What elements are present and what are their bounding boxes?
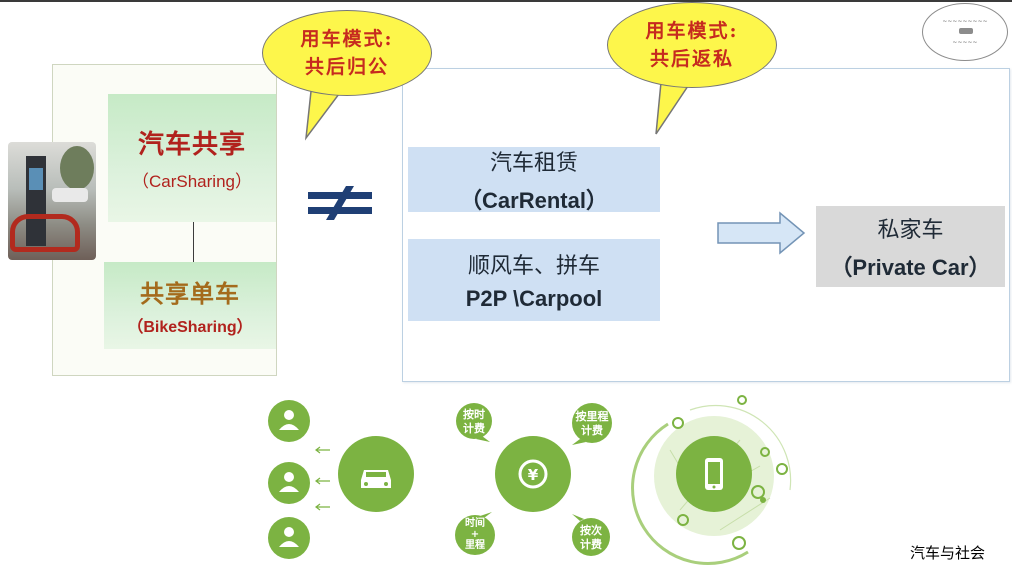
- bike-station-photo: [8, 142, 96, 260]
- carrental-subtitle: （CarRental）: [460, 187, 608, 213]
- svg-text:计费: 计费: [581, 423, 603, 437]
- svg-text:¥: ¥: [528, 466, 539, 484]
- svg-text:里程: 里程: [465, 538, 485, 551]
- svg-text:按时: 按时: [463, 407, 485, 421]
- svg-text:按次: 按次: [580, 523, 602, 537]
- connector-line: [193, 222, 194, 262]
- carsharing-box: 汽车共享 （CarSharing）: [108, 94, 276, 222]
- phone-map-group: [631, 395, 792, 565]
- svg-text:计费: 计费: [580, 537, 602, 551]
- carpool-title: 顺风车、拼车: [467, 254, 600, 279]
- svg-text:按里程: 按里程: [576, 409, 609, 423]
- svg-text:计费: 计费: [463, 421, 485, 435]
- not-equal-icon: [308, 186, 372, 220]
- pricing-tag-time: [456, 403, 492, 439]
- logo-stamp: ~~~~~~~~~ ~~~~~: [922, 3, 1008, 61]
- private-car-subtitle: （Private Car）: [830, 254, 991, 280]
- user-icon: [268, 517, 310, 559]
- yuan-icon: [495, 436, 571, 512]
- bikesharing-subtitle: （BikeSharing）: [127, 319, 253, 336]
- bikesharing-title: 共享单车: [140, 280, 240, 308]
- usage-mode-bubble-public: 用车模式: 共后归公: [262, 10, 432, 96]
- user-car-group: [268, 400, 414, 559]
- svg-text:+: +: [471, 529, 479, 540]
- location-pin-icon: [672, 395, 788, 550]
- top-border-line: [0, 0, 1012, 2]
- pricing-group: ¥ 按时 计费 按里程 计费 时间 + 里程 按次 计费: [455, 403, 612, 556]
- private-car-box: 私家车 （Private Car）: [816, 206, 1005, 287]
- bikesharing-box: 共享单车 （BikeSharing）: [104, 262, 276, 349]
- private-car-title: 私家车: [877, 217, 944, 243]
- carpool-box: 顺风车、拼车 P2P \Carpool: [408, 239, 660, 321]
- business-model-icons: ¥ 按时 计费 按里程 计费 时间 + 里程 按次 计费: [268, 395, 792, 565]
- svg-text:时间: 时间: [465, 516, 485, 529]
- pricing-tag-time-mileage: [455, 515, 495, 555]
- carsharing-title: 汽车共享: [137, 130, 246, 160]
- user-icon: [268, 400, 310, 442]
- usage-mode-bubble-private: 用车模式: 共后返私: [607, 2, 777, 88]
- footer-label: 汽车与社会: [910, 544, 986, 562]
- carrental-title: 汽车租赁: [489, 150, 578, 176]
- pricing-tag-mileage: [572, 403, 612, 443]
- pricing-tag-per-trip: [572, 518, 610, 556]
- user-icon: [268, 462, 310, 504]
- right-arrow-icon: [717, 211, 806, 255]
- carrental-box: 汽车租赁 （CarRental）: [408, 147, 660, 213]
- carpool-subtitle: P2P \Carpool: [465, 286, 603, 311]
- carsharing-subtitle: （CarSharing）: [132, 172, 252, 191]
